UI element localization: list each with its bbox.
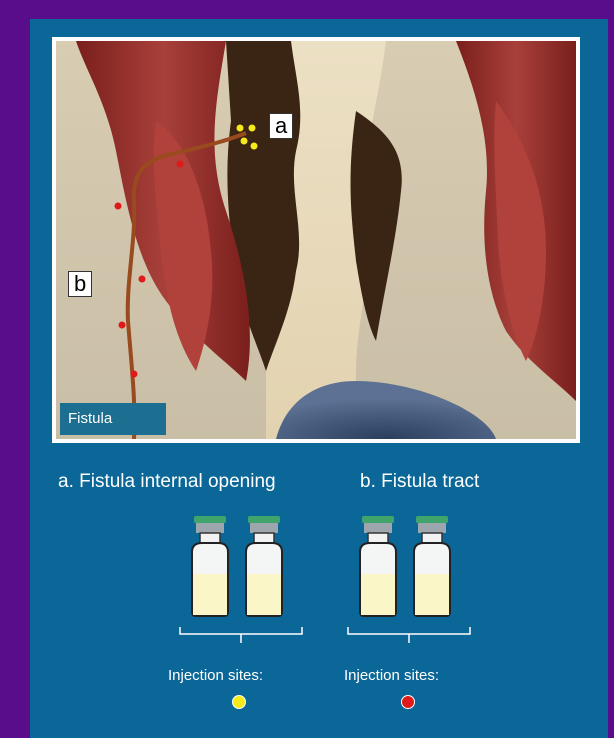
fistula-caption: Fistula: [60, 403, 166, 435]
red-injection-site: [115, 203, 122, 210]
bracket-right: [346, 625, 472, 647]
vial: [358, 516, 398, 618]
red-dot-legend: [401, 695, 415, 709]
label-b: b: [68, 271, 92, 297]
red-injection-site: [139, 276, 146, 283]
yellow-injection-site: [237, 125, 244, 132]
vial: [190, 516, 230, 618]
label-a: a: [269, 113, 293, 139]
red-injection-site: [119, 322, 126, 329]
injection-sites-label: Injection sites:: [344, 667, 439, 684]
anatomy-drawing: [56, 41, 576, 439]
yellow-dot-legend: [232, 695, 246, 709]
red-injection-site: [177, 161, 184, 168]
injection-sites-label: Injection sites:: [168, 667, 263, 684]
content-panel: a b Fistula a. Fistula internal opening …: [30, 19, 608, 738]
bracket-left: [178, 625, 304, 647]
caption-fistula-tract: b. Fistula tract: [360, 471, 479, 493]
red-injection-site: [131, 371, 138, 378]
yellow-injection-site: [249, 125, 256, 132]
yellow-injection-site: [251, 143, 258, 150]
yellow-injection-site: [241, 138, 248, 145]
caption-internal-opening: a. Fistula internal opening: [58, 471, 276, 493]
vial: [412, 516, 452, 618]
anatomy-illustration: a b Fistula: [52, 37, 580, 443]
vial: [244, 516, 284, 618]
